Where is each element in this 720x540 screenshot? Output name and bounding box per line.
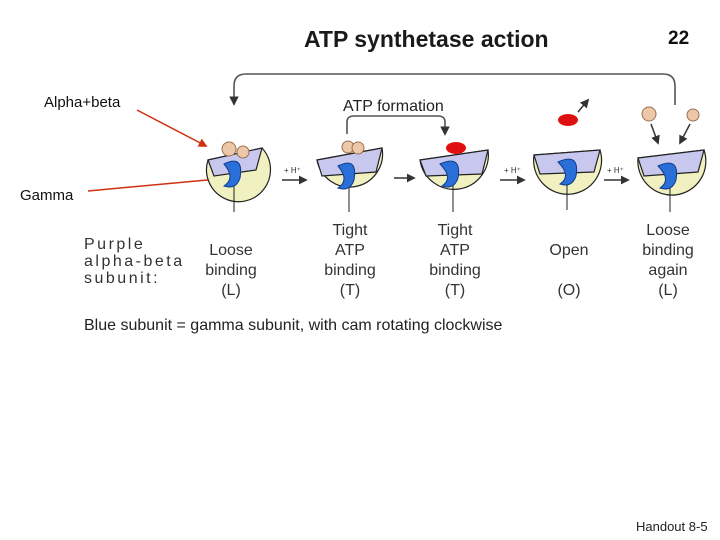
purple-subunit-label: Purple alpha-beta subunit: bbox=[84, 236, 185, 287]
gamma-pointer-arrow bbox=[87, 175, 220, 192]
enzyme-stage-2 bbox=[316, 140, 384, 212]
proton-label-2: + H⁺ bbox=[504, 166, 521, 175]
proton-label-3: + H⁺ bbox=[607, 166, 624, 175]
atp-formation-label: ATP formation bbox=[343, 98, 444, 115]
stage-label-tight-binding-2: Tight ATP binding (T) bbox=[429, 222, 481, 299]
purple-label-line: Purple bbox=[84, 236, 146, 253]
enzyme-stage-5 bbox=[637, 106, 707, 212]
atp-formation-arrow bbox=[346, 115, 450, 136]
purple-label-line: subunit: bbox=[84, 270, 161, 287]
slide-number: 22 bbox=[668, 28, 690, 49]
stage-label-open: Open (O) bbox=[549, 242, 589, 299]
cycle-return-arrow bbox=[229, 73, 676, 106]
enzyme-stage-3 bbox=[419, 142, 489, 212]
gamma-annotation: Gamma bbox=[20, 187, 74, 204]
stage-label-loose-binding: Loose binding (L) bbox=[205, 242, 257, 299]
handout-footer: Handout 8-5 bbox=[636, 519, 708, 534]
purple-label-line: alpha-beta bbox=[84, 253, 185, 270]
diagram-caption: Blue subunit = gamma subunit, with cam r… bbox=[84, 317, 503, 334]
enzyme-stage-1 bbox=[205, 141, 272, 212]
proton-label-1: + H⁺ bbox=[284, 166, 301, 175]
alpha-beta-pointer-arrow bbox=[136, 109, 208, 147]
enzyme-stage-4 bbox=[532, 98, 603, 210]
stage-label-loose-binding-again: Loose binding again (L) bbox=[642, 222, 694, 299]
page-title: ATP synthetase action bbox=[304, 26, 549, 52]
alpha-beta-annotation: Alpha+beta bbox=[44, 94, 121, 111]
stage-label-tight-binding-1: Tight ATP binding (T) bbox=[324, 222, 376, 299]
